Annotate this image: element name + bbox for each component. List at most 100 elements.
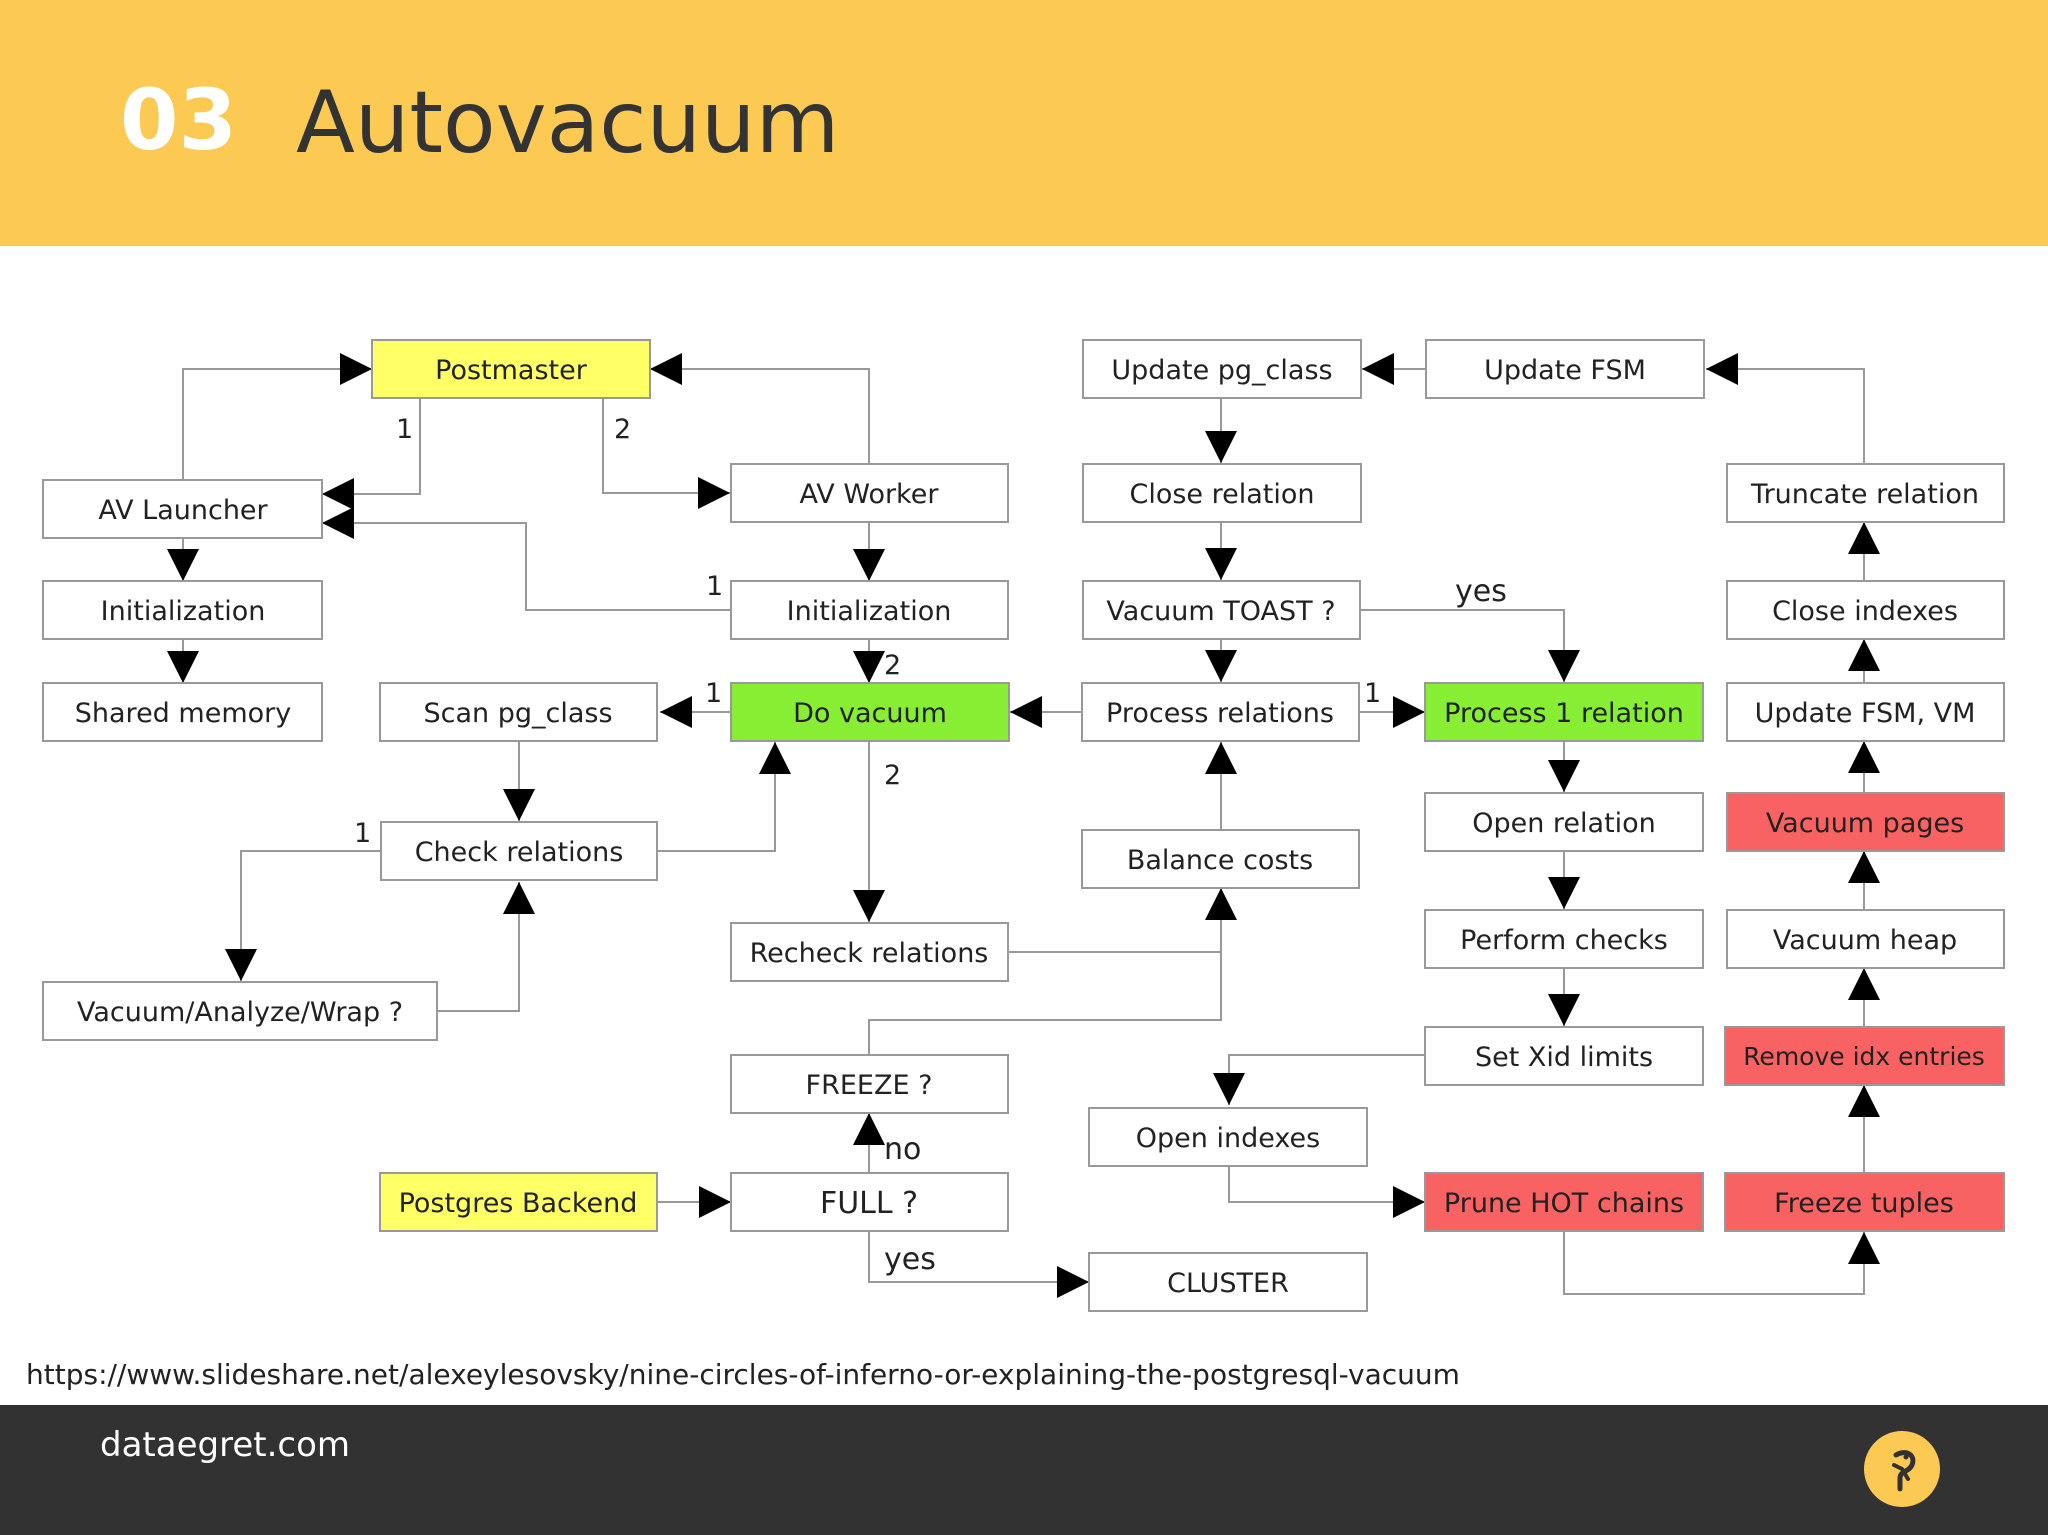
recheck-relations-label: Recheck relations [750,938,989,969]
set-xid-limits-box [1424,1026,1704,1086]
edge-label-pm-worker: 2 [614,414,631,445]
vacuum-toast-label: Vacuum TOAST ? [1106,596,1335,627]
init-worker-box [730,580,1009,640]
truncate-relation-label: Truncate relation [1750,479,1979,510]
edge-postmaster-launcher [322,398,421,510]
close-indexes-box [1726,580,2005,640]
update-fsm-vm-box [1726,682,2005,742]
av-launcher-label: AV Launcher [98,495,268,526]
process-1-relation-label: Process 1 relation [1444,698,1684,729]
set-xid-limits-label: Set Xid limits [1475,1042,1653,1073]
edge-xid-openidx [1213,1054,1425,1105]
freeze-q-label: FREEZE ? [806,1070,933,1101]
edge-label-worker-init-launcher: 1 [706,571,723,602]
full-q-label: FULL ? [820,1186,918,1221]
full-q-box [730,1172,1009,1232]
vacuum-analyze-wrap-box [42,981,438,1041]
balance-costs-label: Balance costs [1127,845,1313,876]
close-relation-box [1082,463,1362,523]
boxes [42,339,2005,1312]
vacuum-analyze-wrap-label: Vacuum/Analyze/Wrap ? [77,997,403,1028]
vacuum-heap-label: Vacuum heap [1773,925,1957,956]
edge-init-launcher [322,507,731,611]
recheck-relations-box [730,922,1009,982]
edge-labels: 1 2 1 2 1 2 1 1 yes no yes [354,414,1507,1277]
update-fsm-vm-label: Update FSM, VM [1755,698,1976,729]
edge-label-dovac-scan: 1 [705,678,722,709]
edge-prune-freezet [1563,1231,1880,1295]
open-indexes-label: Open indexes [1136,1123,1320,1154]
process-relations-label: Process relations [1106,698,1334,729]
process-1-relation-box [1424,682,1704,742]
vacuum-toast-box [1082,580,1361,640]
header-bar: 03 Autovacuum [0,0,2048,246]
perform-checks-box [1424,909,1704,969]
shared-memory-box [42,682,323,742]
edge-launcher-postmaster [182,353,372,480]
balance-costs-box [1081,829,1360,889]
cluster-label: CLUSTER [1167,1268,1289,1299]
connectors [167,353,1880,1298]
edge-label-check-vaw: 1 [354,818,371,849]
edge-check-dovac [657,742,791,852]
page-title: Autovacuum [296,73,840,173]
scan-pg-class-box [379,682,658,742]
edge-vaw-check [437,882,535,1012]
check-relations-label: Check relations [415,837,624,868]
check-relations-box [380,821,658,881]
edge-label-worker-init-dovac: 2 [884,650,901,681]
update-fsm-box [1425,339,1705,399]
av-worker-label: AV Worker [800,479,940,510]
edge-toast-proc1 [1360,609,1580,682]
update-pg-class-label: Update pg_class [1111,355,1332,386]
edge-label-toast-yes: yes [1455,574,1507,609]
remove-idx-entries-label: Remove idx entries [1743,1042,1985,1071]
update-pg-class-box [1082,339,1362,399]
edge-openidx-prune [1228,1167,1425,1218]
open-indexes-box [1088,1107,1368,1167]
box-labels: Postmaster AV Launcher Initialization Sh… [75,355,1985,1299]
edge-label-dovac-recheck: 2 [884,760,901,791]
edge-label-proc-proc1: 1 [1364,678,1381,709]
prune-hot-chains-label: Prune HOT chains [1444,1188,1684,1219]
init-worker-label: Initialization [787,596,952,627]
vacuum-pages-box [1726,792,2005,852]
source-url: https://www.slideshare.net/alexeylesovsk… [26,1358,1460,1391]
postgres-backend-box [379,1172,658,1232]
edge-worker-postmaster [650,353,870,464]
perform-checks-label: Perform checks [1460,925,1668,956]
process-relations-box [1081,682,1360,742]
close-indexes-label: Close indexes [1772,596,1958,627]
edge-label-full-yes: yes [884,1242,936,1277]
cluster-box [1088,1252,1368,1312]
vacuum-heap-box [1726,909,2005,969]
av-launcher-box [42,479,323,539]
av-worker-box [730,463,1009,523]
freeze-tuples-label: Freeze tuples [1774,1188,1954,1219]
remove-idx-entries-box [1724,1026,2005,1086]
postmaster-label: Postmaster [435,355,588,386]
section-number: 03 [120,71,237,169]
update-fsm-label: Update FSM [1484,355,1646,386]
freeze-tuples-box [1724,1172,2005,1232]
edge-truncate-fsm [1706,353,1865,463]
shared-memory-label: Shared memory [75,698,291,729]
dataegret-logo-icon [1864,1431,1940,1507]
footer-bar: dataegret.com [0,1405,2048,1535]
edge-label-pm-launcher: 1 [396,414,413,445]
truncate-relation-box [1726,463,2005,523]
do-vacuum-label: Do vacuum [793,698,947,729]
edge-full-cluster [868,1231,1089,1298]
edge-recheck-balance [1008,888,1237,953]
edge-freeze-balance [868,952,1222,1055]
autovacuum-flow-diagram: Postmaster AV Launcher Initialization Sh… [42,339,2005,1312]
do-vacuum-box [730,682,1010,742]
edge-label-full-no: no [884,1132,921,1167]
init-launcher-box [42,580,323,640]
scan-pg-class-label: Scan pg_class [423,698,612,729]
postmaster-box [371,339,651,399]
edge-check-vaw [225,850,381,981]
vacuum-pages-label: Vacuum pages [1766,808,1964,839]
open-relation-box [1424,792,1704,852]
freeze-q-box [730,1054,1009,1114]
